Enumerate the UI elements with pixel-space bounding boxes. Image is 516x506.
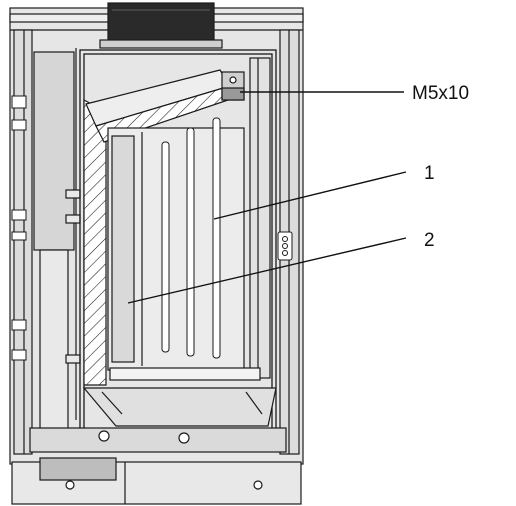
leader-part-1 [213, 171, 407, 220]
right-duct [249, 57, 271, 379]
callout-part-2-label: 2 [424, 230, 435, 251]
base-bar [29, 427, 287, 453]
callout-screw-label: M5x10 [412, 83, 469, 104]
left-insulation-hatched [83, 98, 107, 386]
screw-bracket [221, 71, 245, 101]
left-edge-fixings [11, 95, 27, 361]
ash-tray [82, 367, 277, 427]
leader-part-2 [127, 237, 407, 304]
rear-panel-ribs [161, 117, 221, 359]
callout-part-1-label: 1 [424, 163, 435, 184]
right-wall-slots [277, 231, 293, 261]
plinth [11, 457, 302, 505]
rear-panel [107, 127, 245, 371]
leader-lines [127, 91, 407, 304]
flue-collar [99, 2, 223, 49]
